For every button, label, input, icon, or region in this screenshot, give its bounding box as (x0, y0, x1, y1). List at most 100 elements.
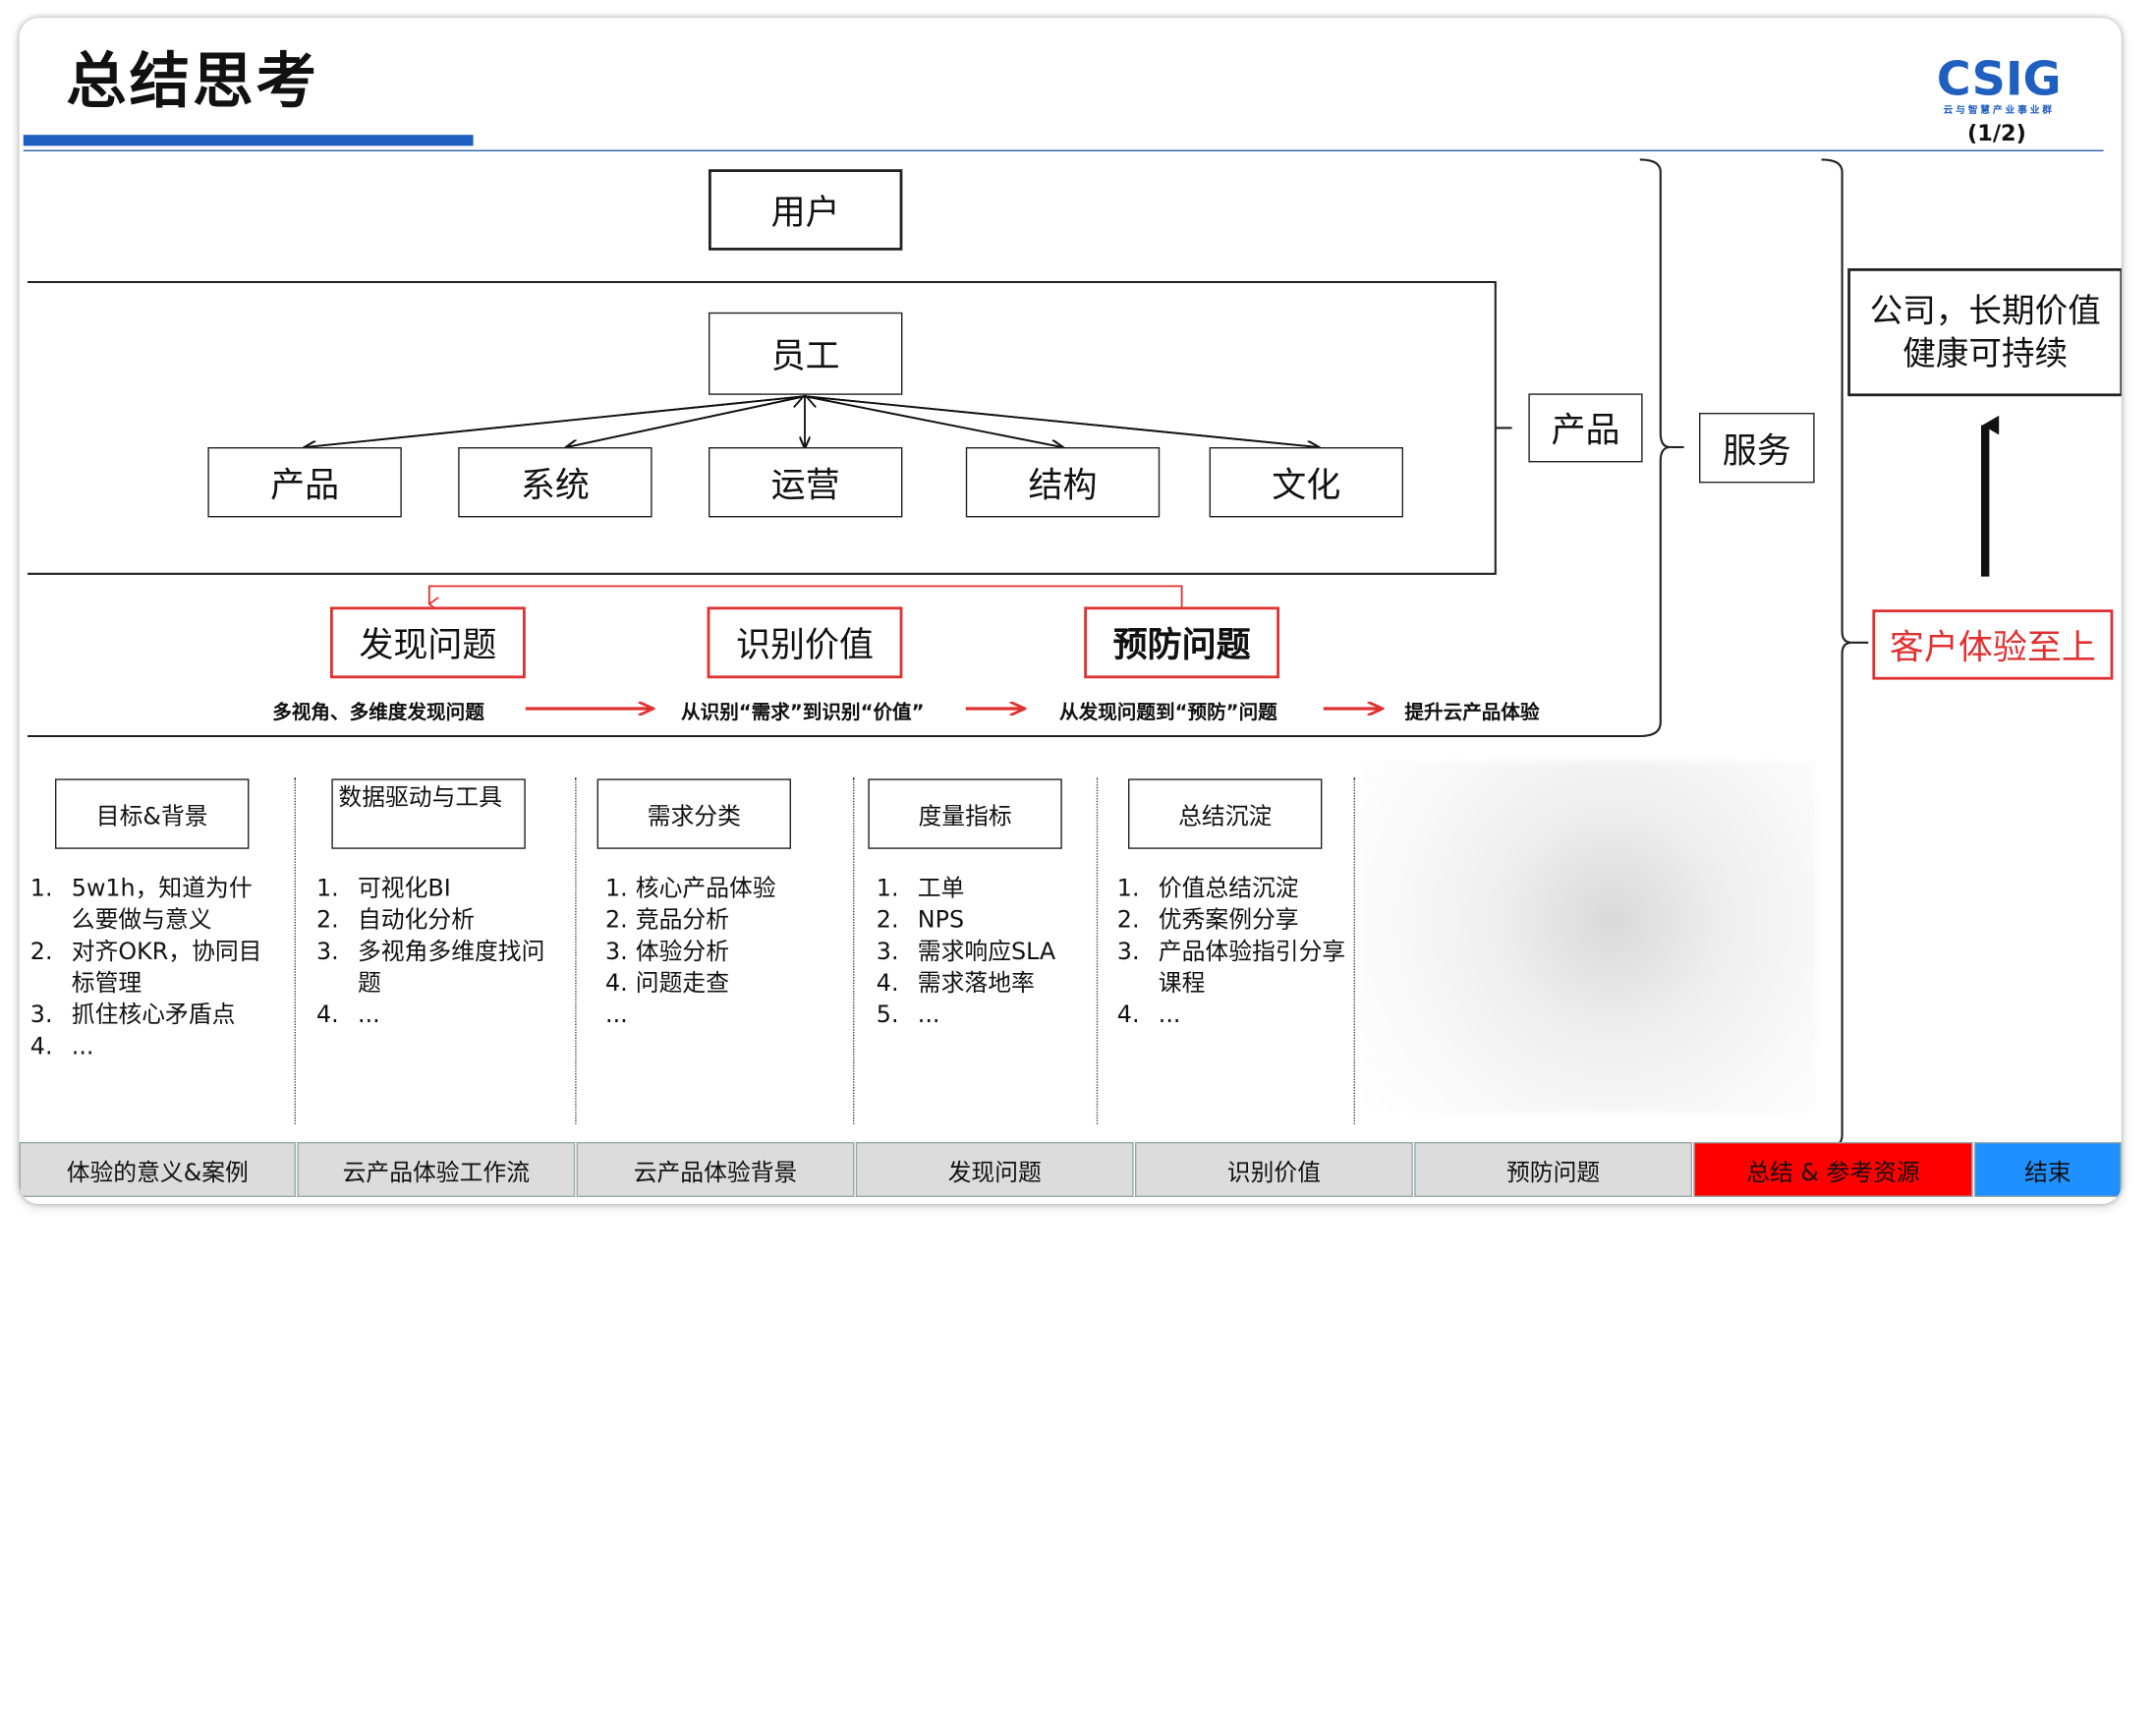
column-list-summary: 1.价值总结沉淀 2.优秀案例分享 3.产品体验指引分享课程 4.... (1117, 874, 1351, 1032)
nav-tab-identify[interactable]: 识别价值 (1135, 1142, 1413, 1197)
step-label: 预防问题 (1112, 624, 1251, 665)
column-heading-data: 数据驱动与工具 (331, 778, 526, 849)
list-item: 1.工单 (876, 875, 965, 903)
step-box-prevent: 预防问题 (1084, 606, 1279, 679)
column-heading-label: 总结沉淀 (1178, 803, 1273, 831)
column-heading-label: 目标&背景 (95, 803, 208, 831)
column-heading-label: 需求分类 (647, 803, 741, 831)
nav-tab-discover[interactable]: 发现问题 (855, 1142, 1134, 1197)
step-box-identify: 识别价值 (707, 606, 903, 679)
nav-tab-label: 体验的意义&案例 (66, 1159, 249, 1187)
nav-tab-meaning[interactable]: 体验的意义&案例 (19, 1142, 296, 1197)
child-label: 系统 (520, 464, 590, 505)
list-item: 3.产品体验指引分享课程 (1116, 938, 1346, 998)
nav-tab-end[interactable]: 结束 (1974, 1142, 2122, 1197)
nav-tab-label: 云产品体验背景 (633, 1159, 798, 1187)
column-divider (575, 777, 577, 1124)
outcome-text: 提升云产品体验 (1404, 702, 1540, 724)
customer-first-box: 客户体验至上 (1872, 609, 2114, 680)
slide: 总结思考 CSIG 云与智慧产业事业群 (1/2) (19, 18, 2122, 1205)
customer-first-label: 客户体验至上 (1889, 626, 2096, 667)
list-item: 1.可视化BI (316, 875, 451, 903)
child-label: 文化 (1272, 464, 1341, 505)
column-list-goal: 1.5w1h，知道为什么要做与意义 2.对齐OKR，协同目标管理 3.抓住核心矛… (30, 874, 272, 1063)
user-label: 用户 (770, 192, 840, 232)
diagram-connectors (28, 158, 2000, 1151)
column-divider (853, 777, 855, 1124)
nav-tab-label: 云产品体验工作流 (342, 1159, 530, 1187)
child-label: 结构 (1028, 464, 1098, 505)
step-desc-discover: 多视角、多维度发现问题 (272, 702, 484, 724)
child-label: 运营 (770, 464, 840, 505)
column-heading-label: 数据驱动与工具 (338, 784, 502, 812)
list-item: 1.价值总结沉淀 (1116, 875, 1299, 903)
product-box: 产品 (1528, 393, 1643, 463)
csig-logo: CSIG (1937, 53, 2062, 107)
list-item: 2.自动化分析 (316, 906, 475, 935)
child-box-operation: 运营 (709, 447, 903, 518)
step-desc-prevent: 从发现问题到“预防”问题 (1059, 702, 1277, 724)
child-label: 产品 (270, 464, 340, 505)
logo-text: CSIG (1937, 53, 2062, 107)
list-item: 4.... (1116, 1002, 1181, 1030)
employee-label: 员工 (770, 335, 840, 376)
nav-tab-label: 识别价值 (1226, 1159, 1321, 1187)
column-divider (1096, 777, 1099, 1124)
list-item: 2.对齐OKR，协同目标管理 (29, 938, 262, 998)
column-divider (1353, 777, 1355, 1124)
list-item: 2.NPS (876, 906, 965, 935)
list-item: 1.核心产品体验 (605, 875, 776, 903)
list-item: 3.多视角多维度找问题 (316, 938, 545, 998)
column-divider (294, 777, 296, 1124)
step-box-discover: 发现问题 (330, 606, 526, 679)
user-box: 用户 (709, 169, 903, 251)
nav-tab-label: 预防问题 (1506, 1159, 1601, 1187)
blurred-image (1362, 761, 1816, 1114)
nav-tab-label: 结束 (2024, 1159, 2071, 1187)
list-item: 4.... (316, 1002, 380, 1030)
product-label: 产品 (1551, 410, 1620, 450)
list-item: 4.需求落地率 (876, 970, 1035, 998)
list-item: 2.优秀案例分享 (1116, 906, 1299, 935)
column-list-metrics: 1.工单 2.NPS 3.需求响应SLA 4.需求落地率 5.... (877, 874, 1110, 1032)
step-desc-identify: 从识别“需求”到识别“价值” (681, 702, 925, 724)
list-item: 2.竞品分析 (605, 906, 729, 935)
list-item: 5.... (876, 1002, 940, 1030)
nav-tab-prevent[interactable]: 预防问题 (1414, 1142, 1692, 1197)
column-heading-metrics: 度量指标 (868, 778, 1062, 849)
page-indicator: (1/2) (1967, 119, 2026, 146)
child-box-culture: 文化 (1209, 447, 1403, 518)
list-item: 4.... (29, 1033, 94, 1061)
nav-tab-summary[interactable]: 总结 & 参考资源 (1693, 1142, 1973, 1197)
column-list-demand: 1.核心产品体验 2.竞品分析 3.体验分析 4.问题走查 ... (605, 874, 853, 1032)
service-box: 服务 (1699, 413, 1815, 484)
child-box-structure: 结构 (965, 447, 1161, 518)
step-label: 识别价值 (735, 624, 874, 665)
column-heading-goal: 目标&背景 (55, 778, 250, 849)
column-heading-demand: 需求分类 (596, 778, 791, 849)
title-underline (23, 135, 474, 146)
column-heading-summary: 总结沉淀 (1128, 778, 1323, 849)
list-item: 3.体验分析 (605, 938, 729, 966)
child-box-system: 系统 (458, 447, 652, 518)
list-item: ... (605, 1002, 628, 1030)
nav-tab-label: 总结 & 参考资源 (1746, 1159, 1920, 1187)
list-item: 1.5w1h，知道为什么要做与意义 (29, 875, 253, 935)
list-item: 4.问题走查 (605, 970, 729, 998)
list-item: 3.需求响应SLA (876, 938, 1056, 966)
child-box-product: 产品 (207, 447, 402, 518)
nav-tab-background[interactable]: 云产品体验背景 (576, 1142, 855, 1197)
logo-subtitle: 云与智慧产业事业群 (1943, 104, 2055, 116)
step-label: 发现问题 (359, 624, 497, 665)
column-heading-label: 度量指标 (918, 803, 1012, 831)
nav-tab-label: 发现问题 (947, 1159, 1042, 1187)
company-box: 公司，长期价值 健康可持续 (1847, 268, 2122, 397)
header-divider (23, 149, 2104, 151)
employee-box: 员工 (709, 312, 903, 395)
column-list-data: 1.可视化BI 2.自动化分析 3.多视角多维度找问题 4.... (316, 874, 564, 1032)
nav-tab-workflow[interactable]: 云产品体验工作流 (297, 1142, 576, 1197)
page-title: 总结思考 (66, 46, 319, 117)
list-item: 3.抓住核心矛盾点 (29, 1002, 236, 1030)
service-label: 服务 (1722, 429, 1791, 471)
company-label: 公司，长期价值 健康可持续 (1869, 291, 2101, 372)
